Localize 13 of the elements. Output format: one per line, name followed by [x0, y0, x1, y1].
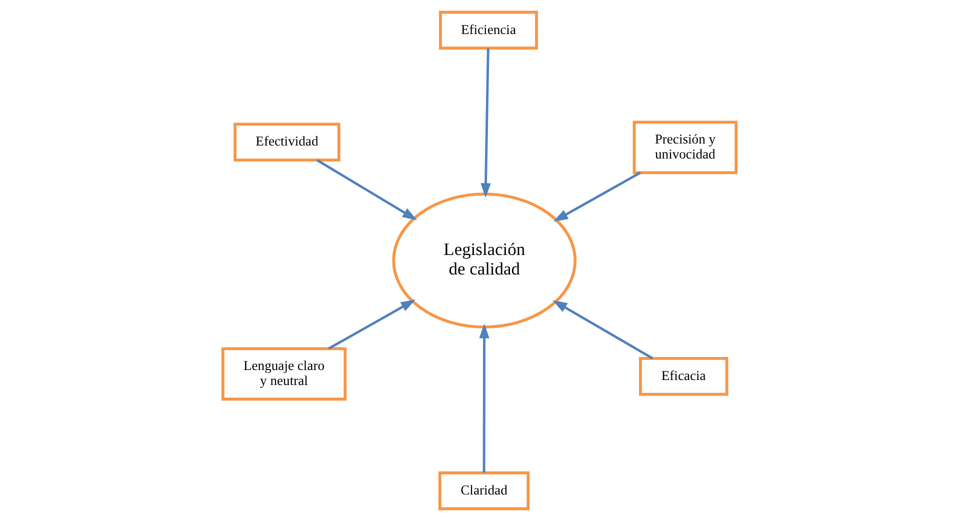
arrow: [552, 300, 654, 360]
node-ellipse: Legislación de calidad: [392, 192, 577, 328]
node-box: Precisión y univocidad: [632, 120, 738, 174]
node-box: Eficiencia: [438, 10, 538, 50]
arrow: [328, 300, 416, 350]
arrow: [479, 324, 490, 473]
node-box: Claridad: [438, 471, 530, 510]
node-box: Efectividad: [234, 122, 340, 162]
node-box: Lenguaje claro y neutral: [221, 347, 347, 401]
arrow: [553, 172, 641, 222]
node-box: Eficacia: [638, 357, 728, 396]
arrow: [480, 48, 491, 198]
arrow: [316, 159, 418, 220]
